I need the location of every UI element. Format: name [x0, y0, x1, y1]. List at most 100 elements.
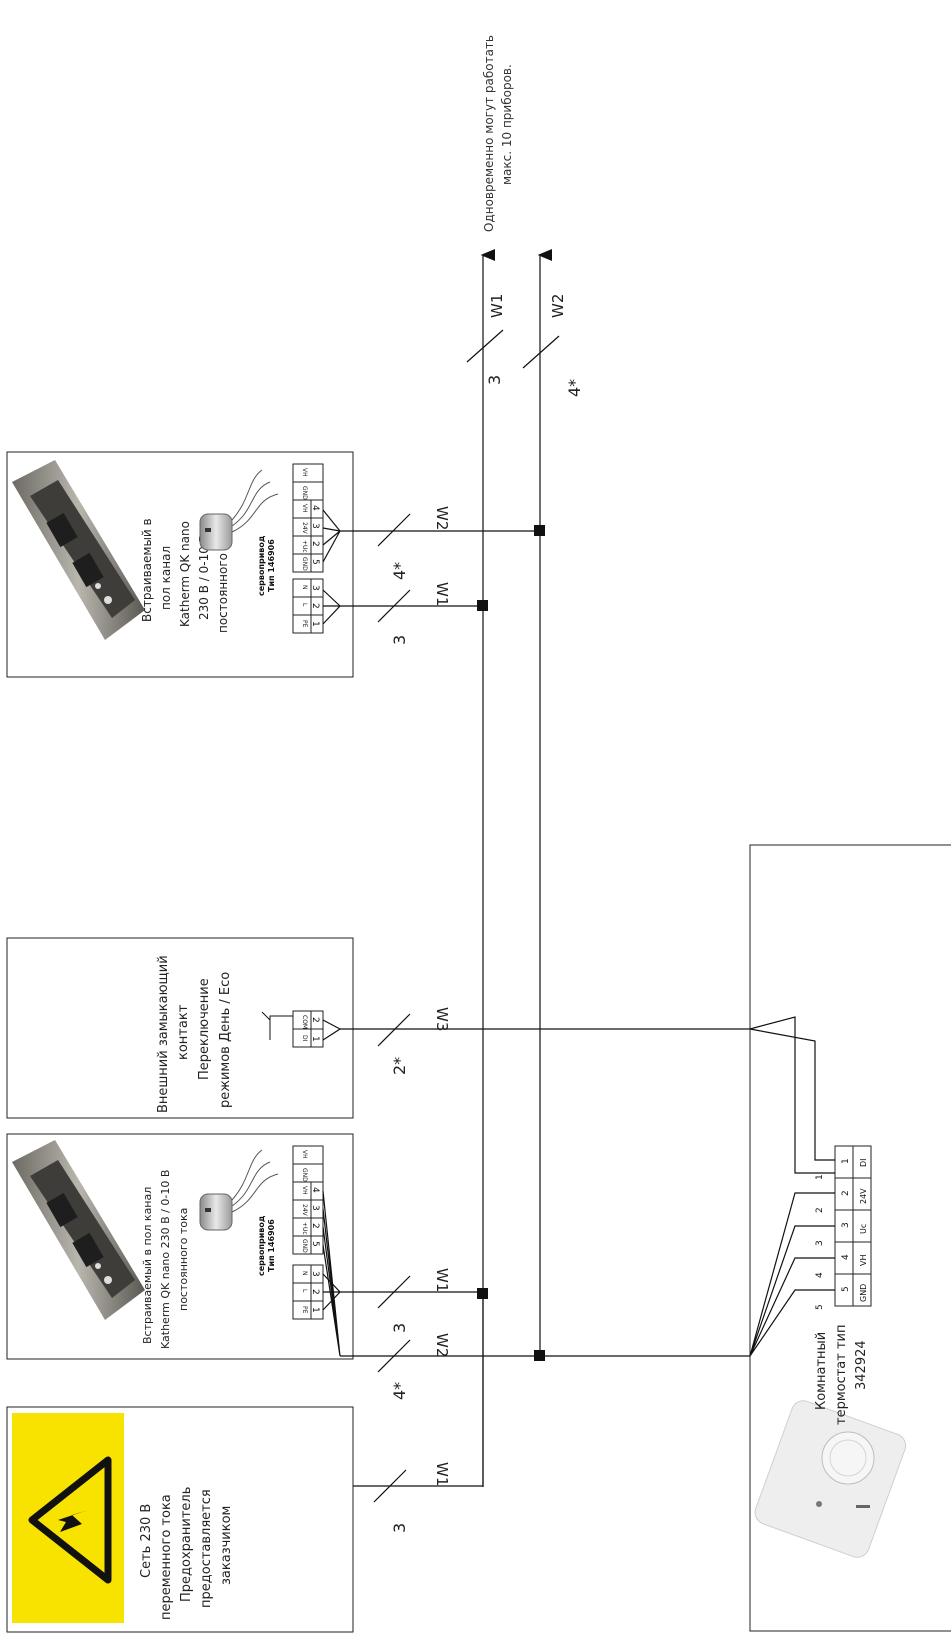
terminal-label: DI: [301, 1035, 308, 1042]
wire-end-num: 5: [815, 1304, 825, 1310]
terminal-num: 3: [310, 1205, 320, 1211]
terminal-label: GND: [859, 1284, 868, 1302]
terminal-label: N: [301, 1271, 308, 1276]
wire-end-num: 3: [815, 1240, 825, 1246]
thermostat-line1: Комнатный: [814, 1332, 829, 1410]
high-voltage-warning-icon: [28, 1456, 112, 1584]
convector-top-line1: Встраиваемый в: [140, 518, 154, 622]
mains-line1: Сеть 230 В: [139, 1504, 154, 1578]
thermostat-icon: [754, 1400, 907, 1558]
wire-w2-count: 4*: [390, 562, 409, 580]
mains-line4: предоставляется: [199, 1489, 214, 1608]
thermostat-line3: 342924: [854, 1340, 869, 1390]
terminal-num: 1: [841, 1158, 851, 1164]
servo-top-line2: Тип 146906: [267, 539, 276, 592]
terminal-num: 2: [310, 1289, 320, 1295]
terminal-num: 4: [310, 1187, 320, 1193]
contact-line1: Внешний замыкающий: [156, 955, 171, 1113]
servo-actuator-icon: [199, 469, 279, 551]
wire-w1-count: 3: [390, 635, 409, 645]
terminal-label: COM: [301, 1015, 308, 1029]
terminal-label: 24V: [859, 1188, 868, 1204]
mains-line2: переменного тока: [159, 1494, 174, 1620]
terminal-num: 1: [310, 621, 320, 627]
terminal-num: 2: [310, 541, 320, 547]
wire-end-num: 1: [815, 1174, 825, 1180]
top-note: Одновременно могут работать макс. 10 при…: [482, 35, 514, 232]
servo-bottom-line1: сервопривод: [257, 1215, 266, 1276]
convector-top-line3: Katherm QK nano: [178, 521, 192, 627]
thermostat-terminal-block: 5 4 3 2 1 GND VH Uc 24V DI: [834, 1145, 872, 1307]
convector-bottom-line1: Встраиваемый в пол канал: [141, 1187, 154, 1344]
servo-actuator-icon: [199, 1149, 279, 1231]
terminal-label: DI: [859, 1158, 868, 1167]
terminal-num: 5: [310, 559, 320, 565]
terminal-label: GND: [301, 557, 308, 571]
top-note-line1: Одновременно могут работать: [482, 35, 496, 232]
control-terminal-block: VH GND VH 24V +Uc GND 4 3 2 5: [292, 463, 324, 573]
power-terminal-block: N L PE 3 2 1: [292, 1264, 324, 1320]
terminal-label: GND: [301, 1239, 308, 1253]
wire-w2-count: 4*: [390, 1382, 409, 1400]
thermostat-line2: термостат тип: [834, 1325, 849, 1426]
wire-w1-count: 3: [390, 1323, 409, 1333]
terminal-label: +Uc: [301, 1222, 308, 1235]
contact-terminal-block: COM DI 2 1: [261, 1010, 324, 1048]
terminal-num: 3: [310, 523, 320, 529]
terminal-num: 3: [841, 1222, 851, 1228]
bus-w2-name: W2: [549, 294, 567, 318]
terminal-label: VH: [859, 1255, 868, 1267]
terminal-label: Uc: [859, 1224, 868, 1234]
wire-end-num: 4: [815, 1272, 825, 1278]
terminal-num: 1: [310, 1036, 320, 1042]
convector-photo: [12, 460, 145, 640]
convector-bottom: Встраиваемый в пол канал Katherm QK nano…: [6, 1133, 750, 1400]
terminal-label: +Uc: [301, 540, 308, 553]
bus-w1-name: W1: [488, 294, 506, 318]
thermostat-box: Комнатный термостат тип 342924 5 4 3 2 1…: [749, 844, 951, 1632]
terminal-label: PE: [301, 1306, 308, 1314]
control-terminal-block: VH GND VH 24V +Uc GND 4 3 2 5: [292, 1145, 324, 1255]
terminal-label: VH: [301, 504, 308, 513]
terminal-num: 2: [310, 1017, 320, 1023]
terminal-num: 4: [310, 505, 320, 511]
contact-line4: режимов День / Eco: [218, 972, 233, 1108]
wire-w1-count: 3: [390, 1523, 409, 1533]
mains-line3: Предохранитель: [179, 1487, 194, 1602]
bus-w2: W2 4*: [522, 249, 584, 1356]
terminal-label: L: [301, 603, 308, 607]
mains-line5: заказчиком: [219, 1506, 234, 1585]
terminal-num: 5: [841, 1286, 851, 1292]
terminal-num: 2: [310, 603, 320, 609]
terminal-label: GND: [301, 486, 308, 500]
top-note-line2: макс. 10 приборов.: [500, 64, 514, 185]
convector-top-line2: пол канал: [159, 546, 173, 610]
contact-line3: Переключение: [197, 978, 212, 1080]
servo-bottom-line2: Тип 146906: [267, 1219, 276, 1272]
bus-w1-count: 3: [485, 375, 504, 385]
terminal-label: VH: [301, 1186, 308, 1195]
contact-line2: контакт: [176, 1004, 191, 1060]
wire-end-num: 2: [815, 1207, 825, 1213]
wire-w3-count: 2*: [390, 1057, 409, 1075]
terminal-label: PE: [301, 620, 308, 628]
terminal-label: L: [301, 1289, 308, 1293]
wire-w2-name: W2: [433, 1333, 451, 1357]
external-contact-box: Внешний замыкающий контакт Переключение …: [6, 937, 750, 1119]
terminal-label: N: [301, 585, 308, 590]
terminal-label: VH: [301, 468, 308, 477]
terminal-num: 3: [310, 585, 320, 591]
bus-w2-count: 4*: [565, 379, 584, 397]
terminal-label: VH: [301, 1150, 308, 1159]
convector-bottom-line3: постоянного тока: [177, 1208, 190, 1311]
convector-top: Встраиваемый в пол канал Katherm QK nano…: [6, 451, 540, 678]
terminal-label: GND: [301, 1168, 308, 1182]
wire-w2-name: W2: [433, 506, 451, 530]
terminal-num: 1: [310, 1307, 320, 1313]
convector-top-line4: 230 В / 0-10 В: [197, 534, 211, 620]
wire-w1-name: W1: [433, 1268, 451, 1292]
convector-photo: [12, 1140, 145, 1320]
wire-w3-name: W3: [433, 1007, 451, 1031]
wire-w1-name: W1: [433, 1462, 451, 1486]
